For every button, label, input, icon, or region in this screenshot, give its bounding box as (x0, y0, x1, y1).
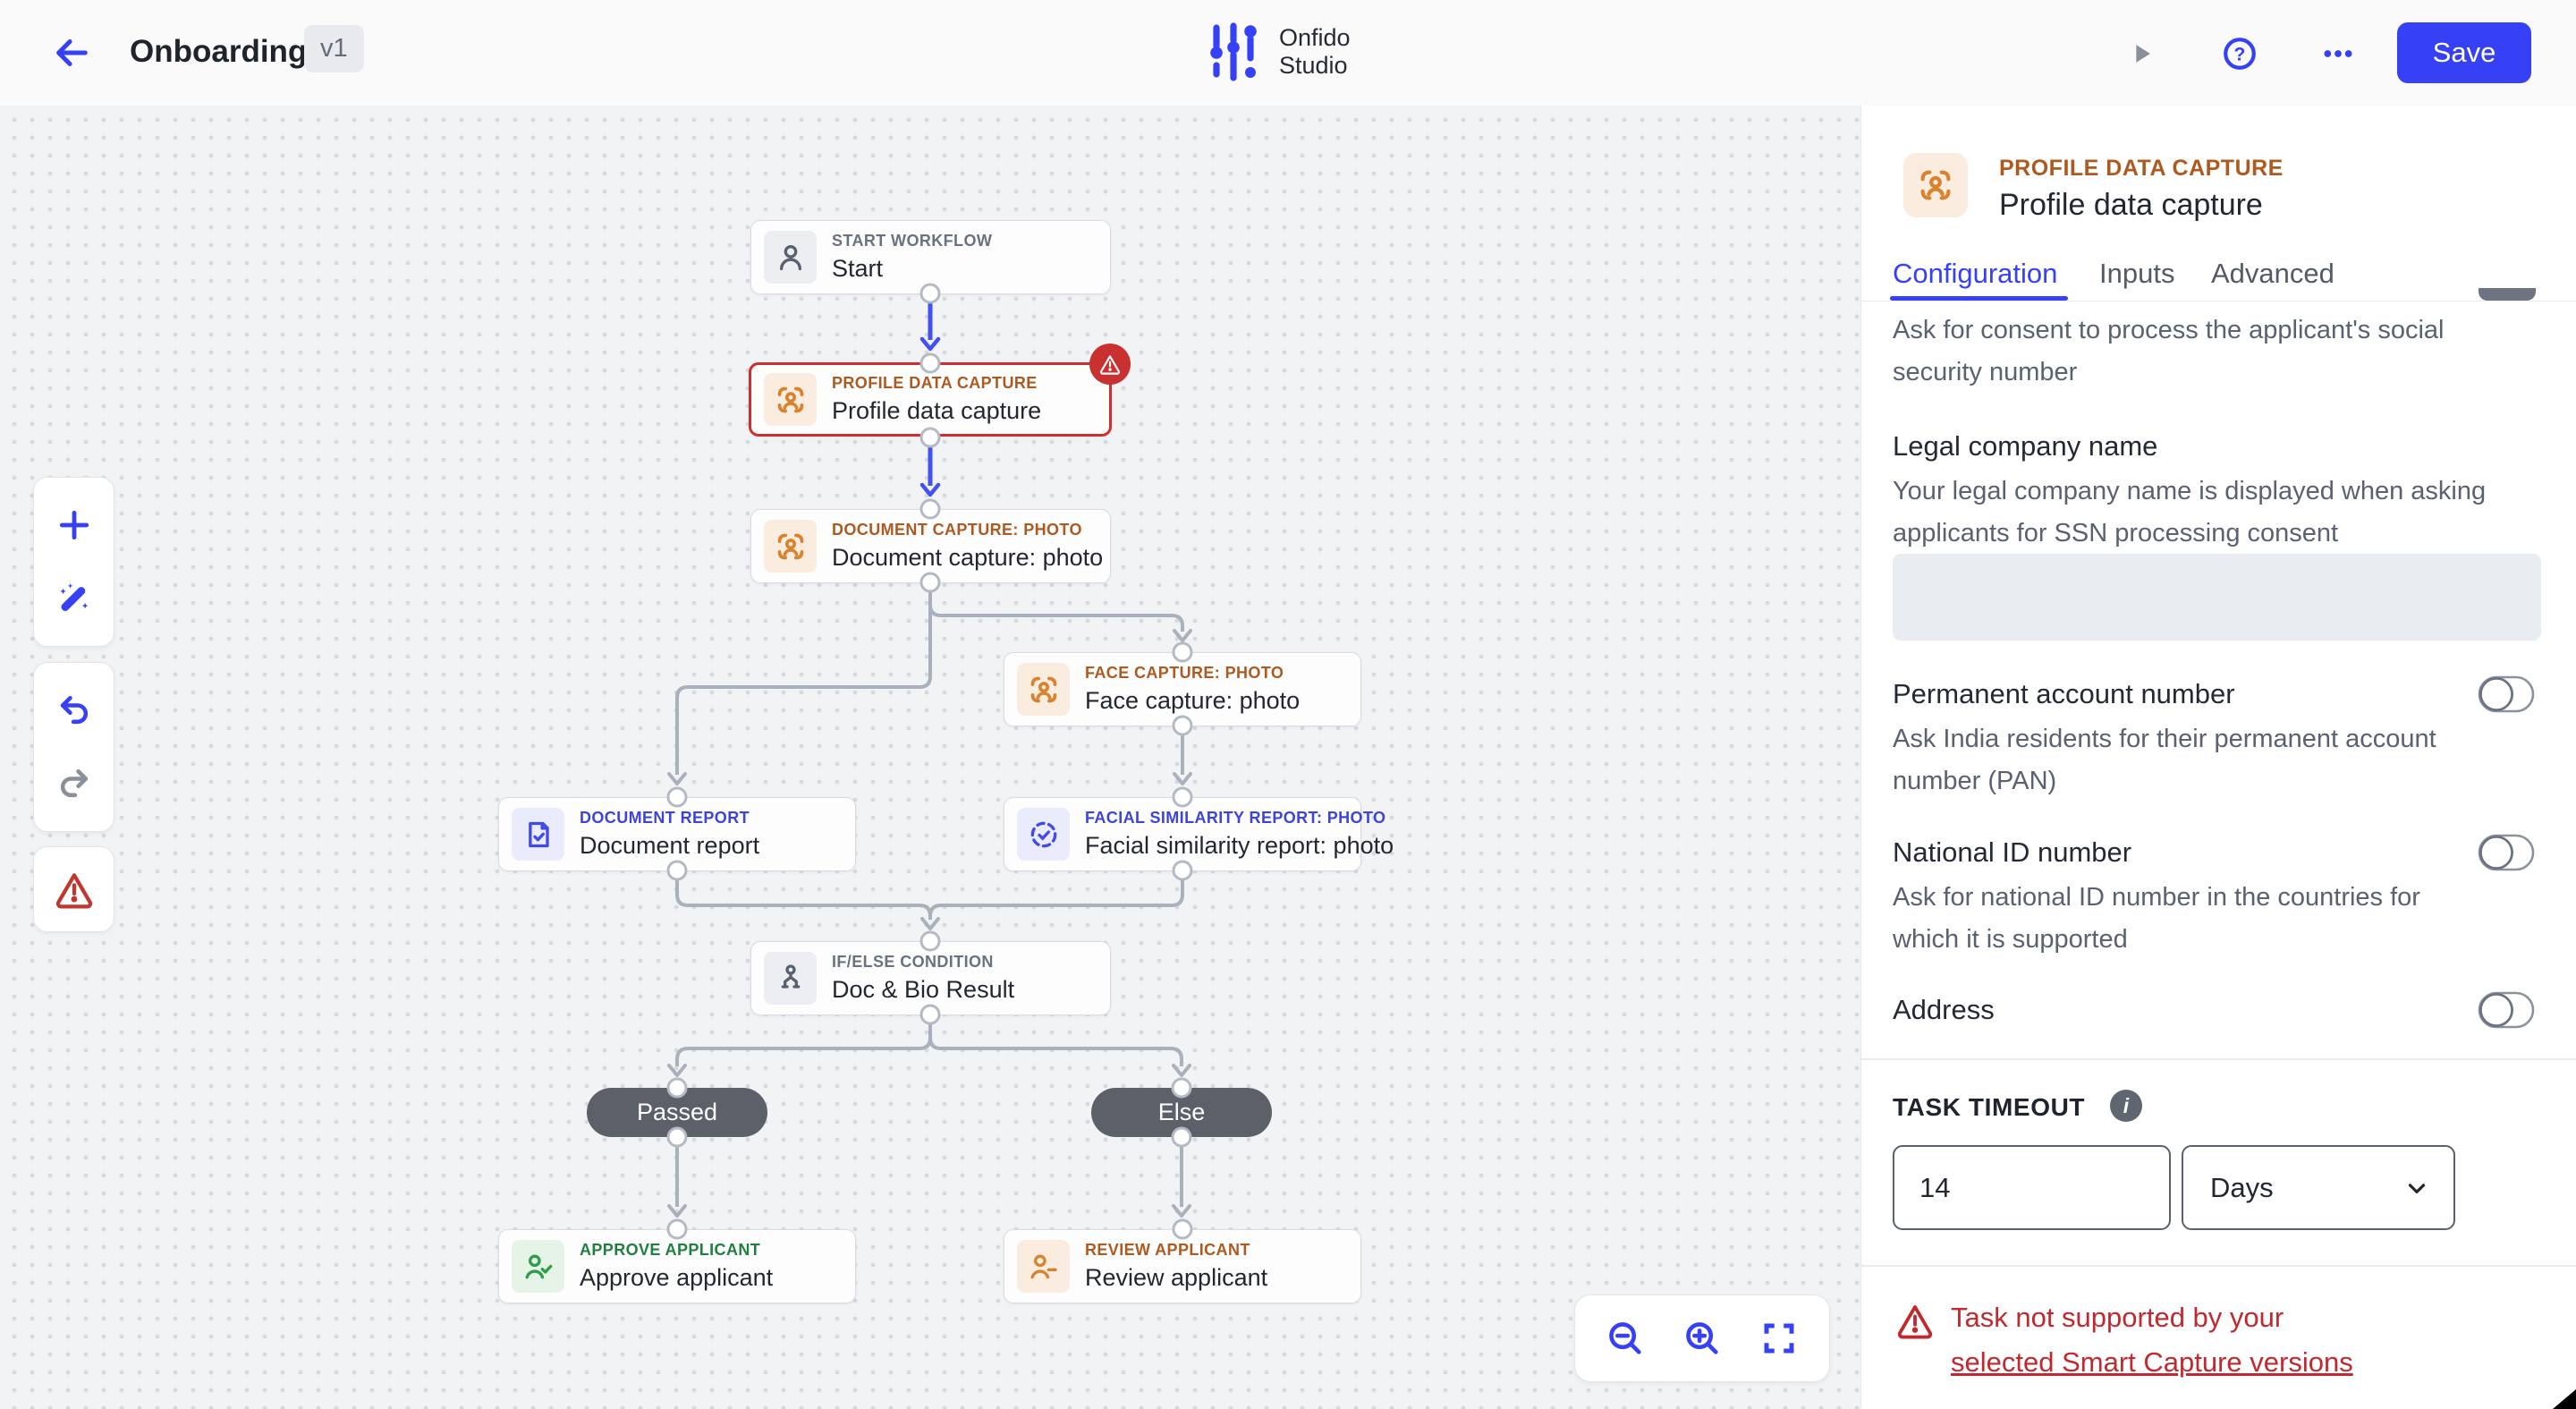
redo-icon (60, 769, 88, 798)
zoom-in-button[interactable] (1675, 1311, 1729, 1365)
node-review-applicant[interactable]: REVIEW APPLICANT Review applicant (1004, 1229, 1361, 1303)
node-face-capture-photo[interactable]: FACE CAPTURE: PHOTO Face capture: photo (1004, 652, 1361, 726)
face-capture-icon (1017, 663, 1070, 716)
branch-pill-else[interactable]: Else (1091, 1088, 1272, 1137)
redo-button[interactable] (47, 757, 101, 811)
info-icon[interactable]: i (2110, 1090, 2142, 1122)
document-capture-icon (764, 520, 817, 573)
warning-triangle-icon (1099, 355, 1121, 375)
smart-capture-versions-link[interactable]: selected Smart Capture versions (1951, 1346, 2353, 1378)
help-button[interactable]: ? (2216, 30, 2263, 77)
section-divider (1861, 1058, 2576, 1060)
active-tab-indicator (1890, 296, 2068, 301)
chevron-down-icon (2408, 1183, 2426, 1193)
national-id-toggle[interactable] (2477, 833, 2536, 872)
task-timeout-label: TASK TIMEOUT (1893, 1093, 2086, 1121)
onfido-logo-icon (1210, 22, 1257, 81)
more-options-button[interactable] (2315, 30, 2361, 77)
node-config-panel: PROFILE DATA CAPTURE Profile data captur… (1860, 106, 2576, 1409)
tab-configuration[interactable]: Configuration (1893, 258, 2058, 289)
back-arrow-icon (56, 39, 88, 66)
zoom-out-button[interactable] (1598, 1311, 1652, 1365)
svg-text:?: ? (2234, 45, 2246, 65)
pan-description: Ask India residents for their permanent … (1893, 725, 2436, 795)
error-warning-icon (1895, 1301, 1935, 1345)
tab-inputs[interactable]: Inputs (2099, 258, 2175, 289)
mouse-cursor (2553, 1389, 2576, 1409)
panel-title: Profile data capture (1999, 188, 2263, 222)
version-badge: v1 (304, 25, 364, 72)
back-button[interactable] (47, 30, 97, 76)
workflow-canvas[interactable]: START WORKFLOW Start PROFILE DATA CAPTUR… (0, 106, 1860, 1409)
page-title: Onboarding (130, 34, 308, 69)
node-profile-data-capture[interactable]: PROFILE DATA CAPTURE Profile data captur… (749, 344, 1131, 437)
node-if-else-condition[interactable]: IF/ELSE CONDITION Doc & Bio Result (750, 941, 1111, 1015)
onfido-studio-logo: Onfido Studio (1208, 19, 1351, 85)
legal-company-input[interactable] (1893, 554, 2541, 641)
add-node-button[interactable] (47, 498, 101, 552)
fit-screen-icon (1764, 1323, 1794, 1354)
workflow-errors-button[interactable] (47, 862, 101, 916)
ssn-consent-description: Ask for consent to process the applicant… (1893, 316, 2445, 386)
section-divider (1861, 1265, 2576, 1267)
branch-pill-passed[interactable]: Passed (587, 1088, 767, 1137)
history-card (33, 662, 114, 832)
auto-build-button[interactable] (47, 572, 101, 625)
national-id-description: Ask for national ID number in the countr… (1893, 883, 2420, 954)
ellipsis-icon (2324, 50, 2352, 57)
issues-card (33, 846, 114, 932)
panel-category: PROFILE DATA CAPTURE (1999, 156, 2284, 181)
legal-company-description: Your legal company name is displayed whe… (1893, 477, 2487, 547)
node-start[interactable]: START WORKFLOW Start (750, 220, 1111, 294)
ssn-consent-toggle-clipped[interactable] (2479, 288, 2536, 301)
magic-wand-icon (59, 583, 88, 612)
tab-advanced[interactable]: Advanced (2211, 258, 2334, 289)
node-document-report[interactable]: DOCUMENT REPORT Document report (498, 797, 856, 871)
facial-similarity-icon (1017, 808, 1070, 861)
node-document-capture-photo[interactable]: DOCUMENT CAPTURE: PHOTO Document capture… (750, 509, 1111, 583)
canvas-actions-card (33, 477, 114, 647)
address-label: Address (1893, 994, 1995, 1025)
legal-company-label: Legal company name (1893, 430, 2158, 462)
document-report-icon (512, 808, 564, 861)
node-facial-similarity-report[interactable]: FACIAL SIMILARITY REPORT: PHOTO Facial s… (1004, 797, 1394, 871)
pan-label: Permanent account number (1893, 678, 2235, 709)
warning-triangle-icon (55, 873, 92, 909)
address-toggle[interactable] (2477, 990, 2536, 1030)
workflow-connectors (667, 303, 1192, 1218)
profile-capture-icon (1903, 153, 1968, 217)
fit-to-screen-button[interactable] (1752, 1311, 1806, 1365)
profile-capture-icon (764, 373, 817, 426)
node-approve-applicant[interactable]: APPROVE APPLICANT Approve applicant (498, 1229, 856, 1303)
plus-icon (59, 510, 89, 539)
play-icon (2136, 45, 2150, 63)
undo-icon (60, 695, 88, 724)
run-workflow-button[interactable] (2118, 30, 2165, 77)
timeout-value-input[interactable] (1893, 1145, 2171, 1230)
branch-condition-icon (764, 952, 817, 1005)
zoom-controls (1574, 1294, 1830, 1382)
national-id-label: National ID number (1893, 836, 2132, 868)
review-applicant-icon (1017, 1240, 1070, 1293)
node-error-badge (1089, 344, 1131, 385)
undo-button[interactable] (47, 683, 101, 737)
timeout-unit-value: Days (2210, 1171, 2274, 1203)
person-icon (764, 231, 817, 284)
approve-applicant-icon (512, 1240, 564, 1293)
save-button[interactable]: Save (2397, 22, 2531, 83)
timeout-unit-select[interactable]: Days (2182, 1145, 2455, 1230)
pan-toggle[interactable] (2477, 675, 2536, 714)
zoom-out-icon (1609, 1322, 1641, 1354)
help-icon: ? (2224, 38, 2256, 70)
logo-wordmark: Onfido Studio (1279, 24, 1351, 79)
zoom-in-icon (1686, 1322, 1718, 1354)
top-bar: Onboarding v1 Onfido Studio ? (0, 0, 2576, 106)
task-error-message: Task not supported by your selected Smar… (1951, 1302, 2353, 1378)
